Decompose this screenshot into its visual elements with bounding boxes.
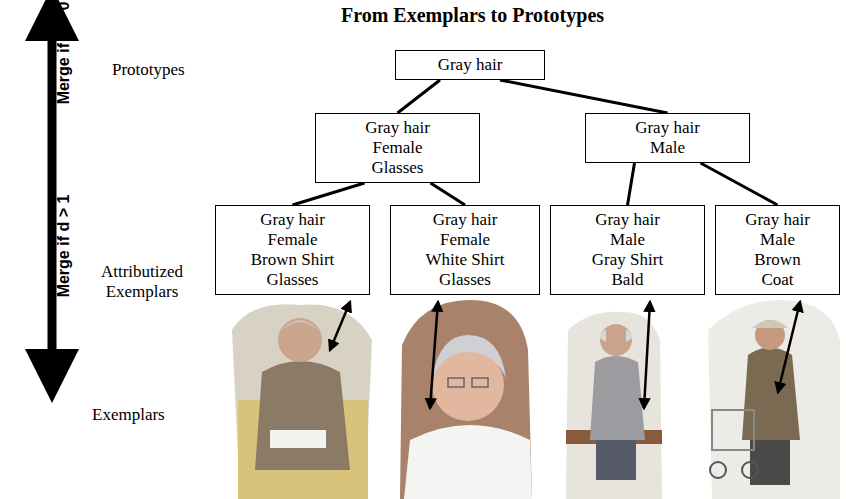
exemplar-photo [708, 300, 840, 499]
attribute-box: Gray hairFemaleGlasses [315, 113, 480, 183]
merge-rule: Merge if d > 0 [55, 1, 73, 104]
diagram-title: From Exemplars to Prototypes [250, 4, 695, 27]
attribute-text: Gray hair [722, 210, 833, 230]
exemplar-photo [400, 300, 532, 499]
scale-arrow [48, 14, 57, 376]
attribute-box: Gray hair [395, 50, 545, 80]
attribute-text: White Shirt [397, 250, 533, 270]
attribute-text: Gray hair [557, 210, 698, 230]
attribute-text: Male [592, 138, 743, 158]
attribute-text: Male [557, 230, 698, 250]
tree-connector [500, 80, 668, 113]
attribute-text: Glasses [222, 270, 363, 290]
attribute-text: Gray hair [402, 55, 538, 75]
tree-connector [628, 163, 635, 205]
attribute-box: Gray hairMaleBrownCoat [715, 205, 840, 295]
attribute-text: Gray hair [592, 118, 743, 138]
link-arrow [644, 302, 650, 408]
attribute-text: Glasses [397, 270, 533, 290]
attribute-text: Gray hair [222, 210, 363, 230]
attribute-text: Coat [722, 270, 833, 290]
tree-connector [398, 80, 441, 113]
tree-connector [293, 183, 365, 205]
attribute-text: Male [722, 230, 833, 250]
attribute-box: Gray hairFemaleBrown ShirtGlasses [215, 205, 370, 295]
link-arrow [778, 302, 800, 392]
merge-rule: Merge if d > 1 [55, 194, 73, 297]
tree-connector [701, 163, 778, 205]
level-label: Attributized Exemplars [72, 262, 212, 302]
level-label: Exemplars [92, 405, 202, 425]
attribute-box: Gray hairMaleGray ShirtBald [550, 205, 705, 295]
attribute-text: Female [222, 230, 363, 250]
attribute-text: Brown [722, 250, 833, 270]
attribute-text: Female [397, 230, 533, 250]
attribute-text: Female [322, 138, 473, 158]
tree-connector [431, 183, 466, 205]
attribute-text: Bald [557, 270, 698, 290]
attribute-text: Gray hair [397, 210, 533, 230]
attribute-box: Gray hairMale [585, 113, 750, 163]
attribute-text: Glasses [322, 158, 473, 178]
attribute-text: Gray Shirt [557, 250, 698, 270]
attribute-text: Brown Shirt [222, 250, 363, 270]
link-arrow [330, 302, 350, 350]
attribute-text: Gray hair [322, 118, 473, 138]
attribute-box: Gray hairFemaleWhite ShirtGlasses [390, 205, 540, 295]
exemplar-photo [232, 304, 372, 499]
link-arrow [430, 302, 438, 408]
level-label: Prototypes [112, 60, 232, 80]
